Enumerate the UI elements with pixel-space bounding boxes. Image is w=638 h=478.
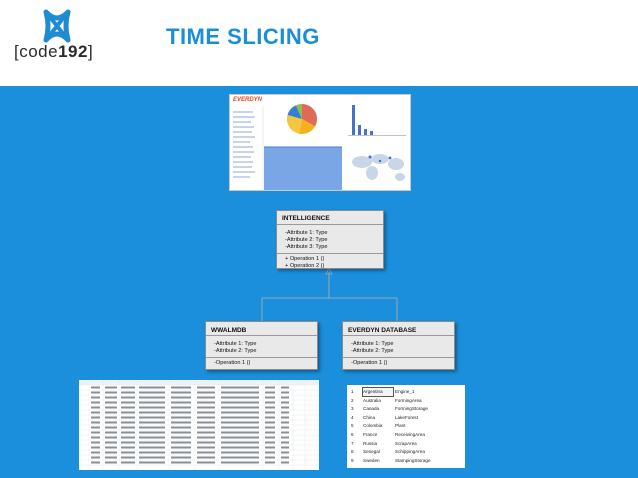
table-row: 3 Canada FormingStorage bbox=[351, 406, 428, 412]
uml-class-everdyn-database: EVERDYN DATABASE -Attribute 1: Type -Att… bbox=[342, 321, 455, 370]
class-name: EVERDYN DATABASE bbox=[343, 322, 454, 336]
dashboard-brand: EVERDYN bbox=[233, 97, 263, 103]
uml-class-wwalmdb: WWALMDB -Attribute 1: Type -Attribute 2:… bbox=[205, 321, 318, 370]
class-operations: + Operation 1 () + Operation 2 () bbox=[277, 254, 383, 272]
attribute: -Attribute 3: Type bbox=[285, 244, 328, 250]
attribute: -Attribute 1: Type bbox=[214, 341, 257, 347]
class-name: WWALMDB bbox=[206, 322, 317, 336]
country-location-table: 1 Argentina Engine_1 2 Australia Forming… bbox=[347, 385, 465, 468]
table-row: 2 Australia FormingArea bbox=[351, 397, 422, 403]
class-name: INTELLIGENCE bbox=[277, 211, 383, 225]
attribute: -Attribute 2: Type bbox=[285, 237, 328, 243]
operation: + Operation 1 () bbox=[285, 256, 325, 262]
class-operations: -Operation 1 () bbox=[206, 358, 317, 369]
data-table-screenshot bbox=[79, 380, 319, 470]
table-row: 8 Senegal SchippingArea bbox=[351, 449, 425, 455]
logo-wordmark: [code192] bbox=[14, 42, 94, 61]
dashboard-graphic bbox=[230, 95, 410, 190]
table-row: 4 China LakeForest bbox=[351, 414, 418, 420]
attribute: -Attribute 1: Type bbox=[351, 341, 394, 347]
header: [code192] TIME SLICING bbox=[0, 0, 638, 86]
class-attributes: -Attribute 1: Type -Attribute 2: Type bbox=[343, 336, 454, 358]
class-attributes: -Attribute 1: Type -Attribute 2: Type -A… bbox=[277, 225, 383, 254]
uml-class-intelligence: INTELLIGENCE -Attribute 1: Type -Attribu… bbox=[276, 210, 384, 269]
table-row: 7 Russia ScrapArea bbox=[351, 440, 417, 446]
operation: + Operation 2 () bbox=[285, 263, 325, 269]
data-table-graphic bbox=[79, 380, 319, 470]
attribute: -Attribute 2: Type bbox=[351, 348, 394, 354]
page-title: TIME SLICING bbox=[166, 24, 320, 49]
dashboard-screenshot: EVERDYN bbox=[229, 94, 411, 191]
code192-logo-icon bbox=[43, 9, 71, 43]
table-row: 9 Sweden StampingStorage bbox=[351, 457, 431, 463]
class-operations: -Operation 1 () bbox=[343, 358, 454, 369]
attribute: -Attribute 1: Type bbox=[285, 230, 328, 236]
table-row: 1 Argentina Engine_1 bbox=[351, 387, 415, 397]
table-row: 5 Colombia Plant bbox=[351, 423, 406, 429]
table-row: 6 France ReceivingArea bbox=[351, 432, 425, 437]
operation: -Operation 1 () bbox=[214, 360, 251, 366]
attribute: -Attribute 2: Type bbox=[214, 348, 257, 354]
class-attributes: -Attribute 1: Type -Attribute 2: Type bbox=[206, 336, 317, 358]
operation: -Operation 1 () bbox=[351, 360, 388, 366]
